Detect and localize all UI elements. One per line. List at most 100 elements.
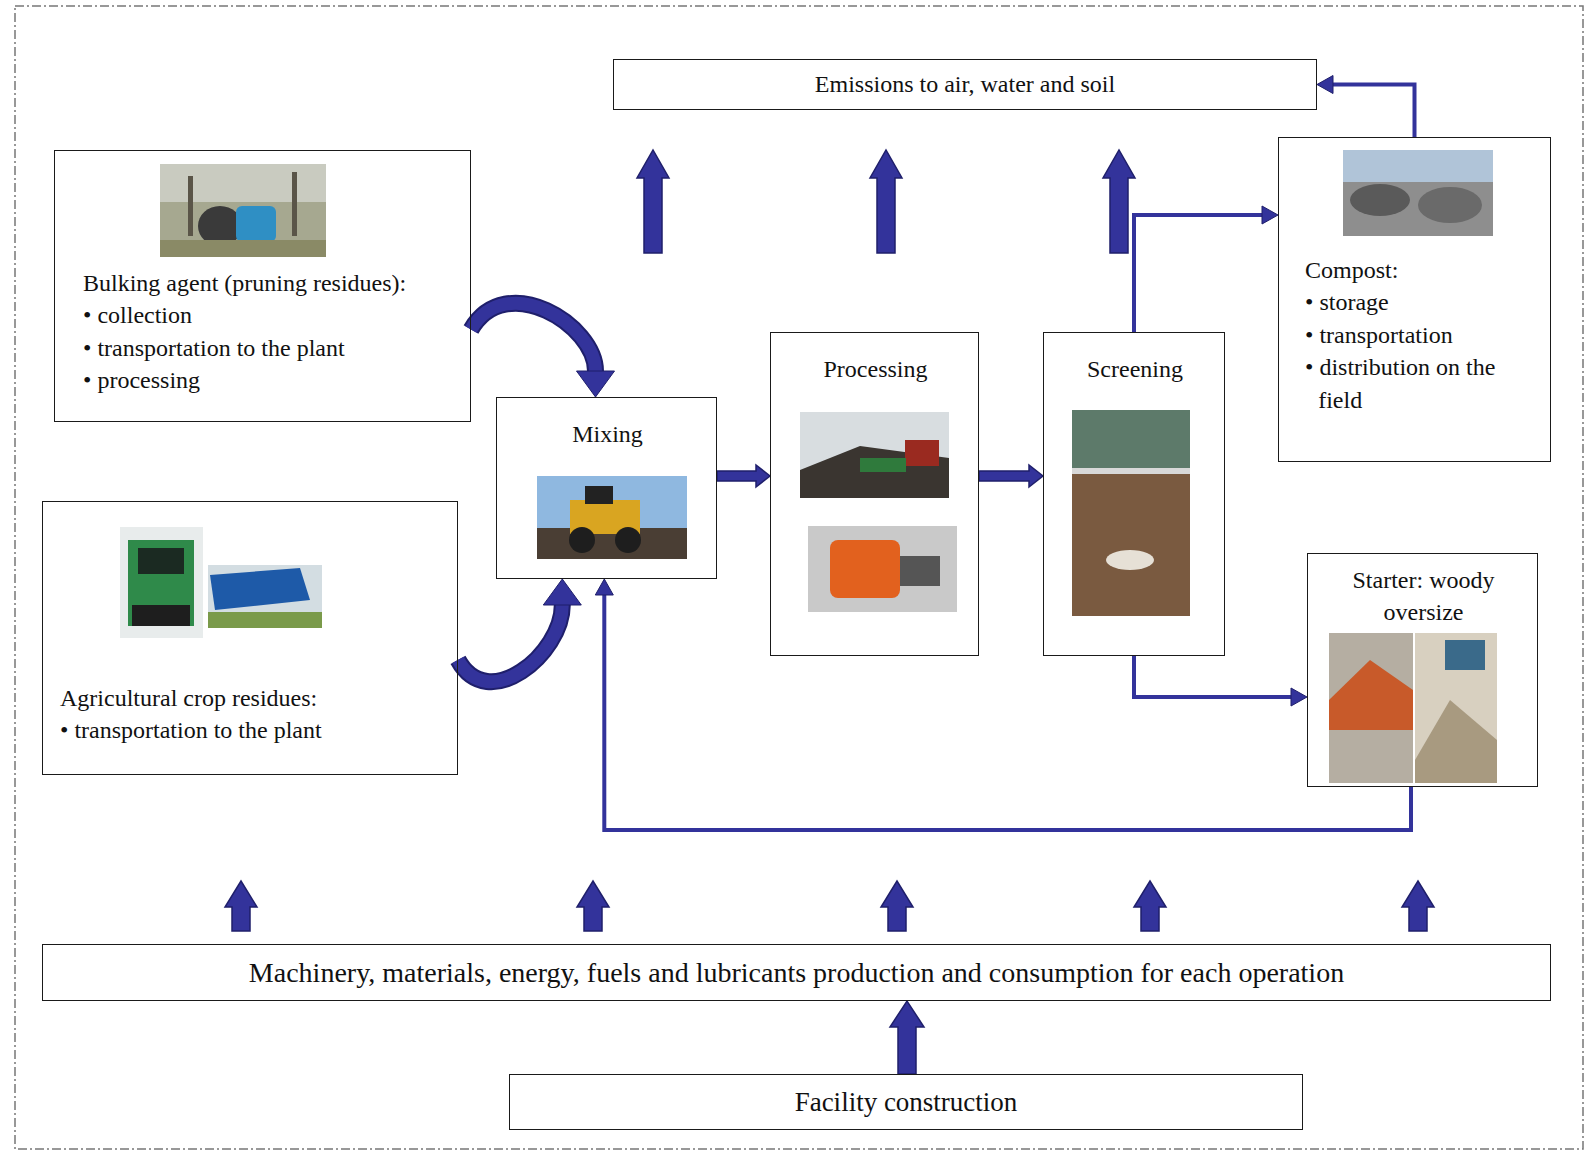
shredder-body <box>830 540 900 598</box>
connector <box>890 1001 924 1074</box>
photo-background <box>208 565 322 628</box>
curved-arrow-outline <box>471 303 596 371</box>
tree-trunk <box>292 172 297 236</box>
box-heading: Mixing <box>497 418 718 450</box>
compost-bags-photo <box>1343 150 1493 236</box>
shredder-photo <box>808 526 957 612</box>
trailer-photo <box>208 565 322 628</box>
resources-bar: Machinery, materials, energy, fuels and … <box>42 944 1551 1001</box>
text-area: Mixing <box>497 418 718 450</box>
connector <box>1134 206 1278 332</box>
input-box: Bulking agent (pruning residues):• colle… <box>54 150 471 422</box>
curved-arrow-head <box>577 371 615 397</box>
loader-cab <box>585 486 613 504</box>
photo-sky <box>160 164 326 202</box>
photo-floor <box>808 526 957 612</box>
bag <box>1418 187 1482 223</box>
connector-line <box>1134 215 1262 332</box>
photo-floor <box>1329 633 1413 783</box>
connector <box>979 465 1043 487</box>
text-area: Bulking agent (pruning residues):• colle… <box>83 267 458 397</box>
connector <box>717 465 770 487</box>
text-area: Emissions to air, water and soil <box>614 60 1316 109</box>
output-box: Compost:• storage• transportation• distr… <box>1278 137 1551 462</box>
box-heading: Emissions to air, water and soil <box>815 68 1115 100</box>
text-area: Machinery, materials, energy, fuels and … <box>43 945 1550 1000</box>
curved-arrow-outline <box>458 605 562 682</box>
photo-sky <box>1343 150 1493 236</box>
connector <box>1134 656 1307 706</box>
baler <box>236 206 276 242</box>
list-item: • collection <box>83 299 458 331</box>
list-item: • storage <box>1305 286 1520 318</box>
arrow-head <box>1291 688 1307 706</box>
emissions-box: Emissions to air, water and soil <box>613 59 1317 110</box>
connector-line <box>1134 656 1291 697</box>
process-box: Screening <box>1043 332 1225 656</box>
process-box: Processing <box>770 332 979 656</box>
text-area: Screening <box>1044 353 1226 385</box>
turner-frame <box>860 458 906 472</box>
output-box: Starter: woody oversize <box>1307 553 1538 787</box>
loader-wheel <box>569 527 595 553</box>
oversize-photo <box>1329 633 1497 783</box>
screen-chute <box>1072 470 1190 616</box>
box-heading: Compost: <box>1305 254 1520 286</box>
photo-sky <box>537 476 687 559</box>
photo-steel <box>1072 410 1190 616</box>
photo-ground <box>160 164 326 257</box>
connector <box>1317 76 1415 138</box>
block-arrow <box>890 1001 924 1074</box>
bag <box>1350 184 1410 216</box>
list-item: • transportation to the plant <box>60 714 445 746</box>
wood-pile <box>1415 700 1497 783</box>
connector <box>471 303 615 397</box>
box-heading: Agricultural crop residues: <box>60 682 445 714</box>
connector <box>595 579 1411 830</box>
block-arrow <box>637 150 669 253</box>
arrow-head <box>1317 76 1333 94</box>
text-area: Starter: woody oversize <box>1316 564 1531 629</box>
trailer <box>210 568 310 610</box>
block-arrow <box>979 465 1043 487</box>
input-box: Agricultural crop residues:• transportat… <box>42 501 458 775</box>
list-item: • transportation <box>1305 319 1520 351</box>
text-area: Agricultural crop residues:• transportat… <box>60 682 445 747</box>
machine-photo <box>120 527 203 638</box>
connector-line <box>604 595 1411 830</box>
box-heading: Facility construction <box>795 1084 1018 1120</box>
plant-wall <box>1445 640 1485 670</box>
photo-field <box>208 612 322 628</box>
connector <box>458 579 581 682</box>
connector-line <box>1333 85 1415 138</box>
box-heading: Bulking agent (pruning residues): <box>83 267 458 299</box>
box-heading: Starter: woody oversize <box>1316 564 1531 629</box>
machine-body <box>128 540 194 626</box>
text-area: Compost:• storage• transportation• distr… <box>1305 254 1520 416</box>
photo-sky <box>800 412 949 498</box>
curved-arrow-body <box>471 303 596 371</box>
photo-grass <box>160 240 326 257</box>
tree-trunk <box>188 176 193 236</box>
block-arrow <box>1402 881 1434 931</box>
machine-window <box>138 548 184 574</box>
block-arrow <box>577 881 609 931</box>
screen-edge <box>1072 468 1190 474</box>
turner <box>905 440 939 466</box>
orchard-photo <box>160 164 326 257</box>
curved-arrow-head <box>543 579 581 605</box>
list-item: • distribution on the field <box>1305 351 1520 416</box>
block-arrow <box>870 150 902 253</box>
arrow-head <box>595 579 613 595</box>
arrow-head <box>1262 206 1278 224</box>
loader-photo <box>537 476 687 559</box>
block-arrow <box>881 881 913 931</box>
photo-floor <box>1415 633 1497 783</box>
process-box: Mixing <box>496 397 717 579</box>
screen-photo <box>1072 410 1190 616</box>
photo-background <box>120 527 203 638</box>
list-item: • transportation to the plant <box>83 332 458 364</box>
machine-base <box>132 605 190 626</box>
wood-pile <box>1329 660 1413 730</box>
